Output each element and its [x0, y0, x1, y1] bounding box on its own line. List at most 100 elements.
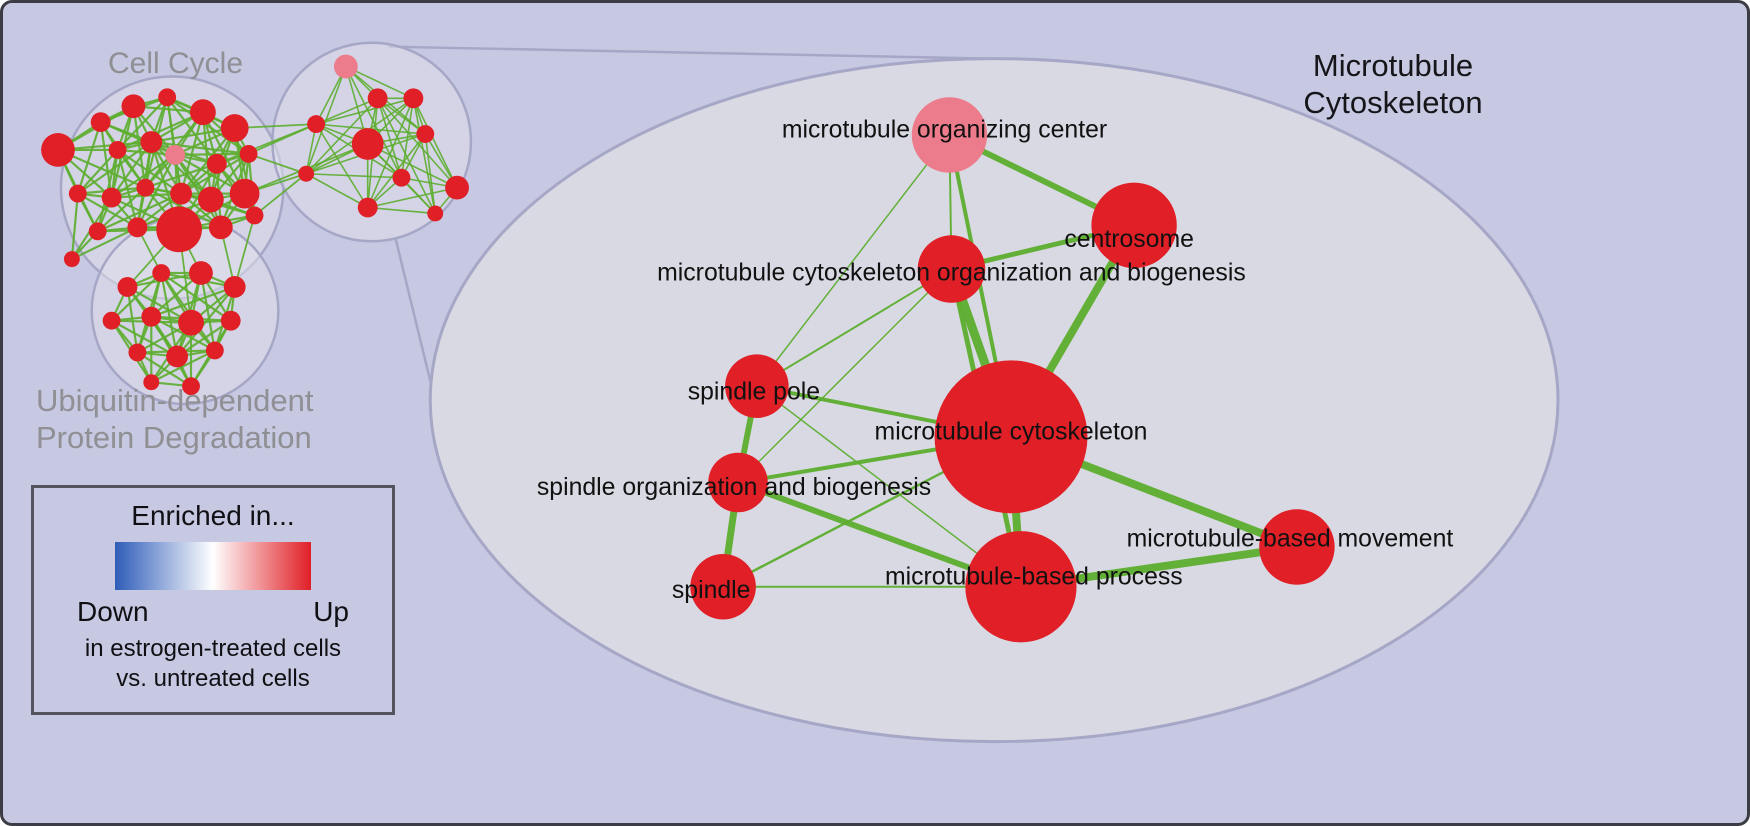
overview-edge [367, 206, 436, 215]
overview-edge [77, 149, 119, 195]
overview-node[interactable] [197, 186, 224, 213]
overview-edge [136, 154, 177, 228]
node-label-mbp: microtubule-based process [885, 563, 1183, 590]
overview-node[interactable] [333, 54, 358, 79]
overview-node[interactable] [68, 184, 87, 203]
overview-node[interactable] [170, 182, 192, 205]
overview-edge [305, 173, 369, 209]
detail-node[interactable] [934, 360, 1088, 514]
overview-node[interactable] [156, 206, 202, 253]
node-label-mcy: microtubule cytoskeleton [875, 418, 1148, 445]
overview-edge [96, 186, 147, 233]
overview-edge [199, 272, 216, 351]
overview-node[interactable] [189, 261, 213, 285]
overview-node[interactable] [141, 306, 162, 327]
overview-node[interactable] [166, 345, 189, 368]
overview-edge [315, 123, 369, 208]
cluster-label-ubiquitin: Ubiquitin-dependent Protein Degradation [36, 383, 314, 456]
overview-node[interactable] [416, 125, 435, 143]
detail-edge [755, 268, 953, 388]
detail-node[interactable] [965, 531, 1077, 643]
overview-node[interactable] [182, 377, 200, 396]
overview-node[interactable] [88, 222, 107, 241]
overview-node[interactable] [136, 178, 155, 197]
overview-edge [367, 143, 458, 189]
overview-node[interactable] [108, 140, 127, 159]
ubiquitin-label-line2: Protein Degradation [36, 419, 312, 455]
overview-edge [412, 97, 458, 188]
overview-node[interactable] [190, 99, 216, 126]
overview-edge [412, 98, 436, 214]
zoom-line [388, 45, 992, 60]
overview-node[interactable] [223, 276, 246, 298]
overview-node[interactable] [239, 144, 258, 163]
overview-edge [216, 123, 317, 165]
overview-edge [150, 285, 236, 318]
overview-node[interactable] [445, 175, 469, 200]
detail-node[interactable] [1091, 182, 1177, 269]
legend-caption-line1: in estrogen-treated cells [84, 635, 342, 662]
overview-node[interactable] [102, 311, 121, 330]
overview-node[interactable] [117, 276, 138, 297]
overview-node[interactable] [298, 165, 315, 182]
overview-edge [166, 96, 250, 155]
node-label-mco: microtubule cytoskeleton organization an… [657, 260, 1246, 287]
overview-edge [116, 96, 168, 151]
overview-edge [400, 98, 415, 178]
overview-edge [253, 173, 307, 217]
overview-edge [248, 153, 307, 175]
legend-down-label: Down [77, 596, 149, 627]
overview-node[interactable] [178, 309, 204, 336]
overview-node[interactable] [121, 94, 146, 119]
overview-edge [110, 141, 153, 199]
overview-node[interactable] [307, 115, 326, 134]
overview-node[interactable] [143, 374, 160, 391]
detail-node[interactable] [725, 354, 789, 418]
overview-node[interactable] [140, 131, 163, 153]
overview-node[interactable] [367, 88, 388, 109]
overview-node[interactable] [427, 205, 444, 222]
detail-node[interactable] [708, 452, 768, 513]
detail-node[interactable] [1259, 509, 1335, 585]
overview-node[interactable] [220, 114, 249, 142]
overview-node[interactable] [208, 215, 233, 240]
overview-edge [175, 152, 249, 156]
legend-up-label: Up [313, 596, 349, 627]
overview-node[interactable] [392, 168, 411, 187]
detail-node[interactable] [917, 235, 986, 303]
overview-node[interactable] [128, 343, 147, 362]
overview-edge [97, 192, 182, 233]
overview-node[interactable] [245, 206, 264, 225]
overview-edge [345, 66, 403, 179]
cluster-label-microtubule: Microtubule Cytoskeleton [1258, 47, 1528, 121]
overview-node[interactable] [206, 153, 227, 174]
overview-edge [367, 186, 458, 209]
overview-node[interactable] [205, 341, 224, 360]
overview-edge [233, 215, 256, 288]
microtubule-label-line2: Cytoskeleton [1303, 85, 1483, 121]
legend-gradient-bar [115, 542, 311, 590]
legend-caption-line2: vs. untreated cells [116, 665, 310, 692]
detail-node[interactable] [690, 553, 756, 620]
overview-node[interactable] [127, 217, 148, 238]
overview-node[interactable] [165, 144, 186, 165]
overview-node[interactable] [41, 133, 75, 167]
overview-node[interactable] [351, 128, 384, 160]
overview-edge [151, 127, 235, 144]
overview-node[interactable] [357, 197, 378, 218]
overview-node[interactable] [152, 264, 171, 282]
overview-node[interactable] [90, 112, 111, 133]
overview-edge [132, 106, 147, 188]
overview-edge [345, 65, 414, 100]
overview-node[interactable] [403, 88, 424, 109]
overview-node[interactable] [220, 310, 241, 331]
overview-edge [110, 272, 162, 322]
node-label-sob: spindle organization and biogenesis [537, 474, 931, 501]
detail-node[interactable] [911, 97, 988, 173]
overview-node[interactable] [63, 251, 80, 268]
overview-node[interactable] [101, 187, 122, 208]
overview-edge [315, 97, 378, 125]
overview-node[interactable] [229, 178, 260, 209]
overview-node[interactable] [158, 88, 177, 107]
